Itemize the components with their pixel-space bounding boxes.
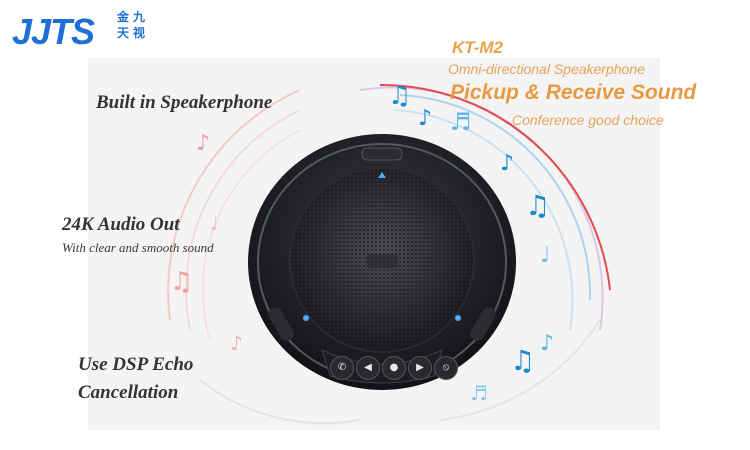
feature-speakerphone: Built in Speakerphone — [96, 92, 273, 113]
svg-text:♫: ♫ — [170, 267, 193, 297]
phone-icon: ✆ — [337, 362, 347, 373]
svg-text:♪: ♪ — [500, 151, 514, 176]
brand-logo-chinese: 金 九 天 视 — [116, 10, 145, 40]
feature-audio-subtitle: With clear and smooth sound — [62, 240, 214, 255]
logo-char: 视 — [132, 26, 145, 40]
svg-text:JJTS: JJTS — [12, 11, 95, 52]
call-button[interactable]: ✆ — [330, 356, 354, 380]
volume-down-button[interactable]: ◀ — [356, 356, 380, 380]
svg-text:♫: ♫ — [388, 81, 411, 111]
logo-char: 天 — [116, 26, 129, 40]
svg-text:♪: ♪ — [230, 331, 243, 355]
mute-button[interactable]: ● — [382, 356, 406, 380]
svg-text:♫: ♫ — [510, 344, 535, 377]
svg-text:♩: ♩ — [540, 243, 550, 268]
mic-icon: ● — [389, 362, 399, 373]
brand-logo-mark: JJTS — [12, 11, 96, 52]
speaker-icon: ▶ — [416, 362, 424, 373]
product-slogan: Conference good choice — [512, 112, 664, 128]
volume-up-button[interactable]: ▶ — [408, 356, 432, 380]
svg-text:♬: ♬ — [450, 108, 472, 136]
product-model: KT-M2 — [452, 38, 503, 57]
product-headline: Pickup & Receive Sound — [450, 81, 697, 104]
brand-logo: JJTS 金 九 天 视 — [10, 6, 150, 56]
feature-echo-line1: Use DSP Echo — [78, 354, 194, 375]
svg-text:♪: ♪ — [196, 131, 210, 156]
speakerphone-device — [248, 134, 516, 390]
logo-char: 九 — [132, 10, 145, 24]
mute-speaker-button[interactable]: ⦸ — [434, 356, 458, 380]
feature-echo-line2: Cancellation — [78, 382, 179, 403]
svg-text:♪: ♪ — [540, 331, 554, 356]
svg-text:♬: ♬ — [470, 381, 488, 405]
svg-text:♫: ♫ — [525, 189, 550, 222]
product-description: Omni-directional Speakerphone — [448, 61, 645, 77]
mic-off-icon: ⦸ — [442, 362, 450, 373]
svg-text:♪: ♪ — [418, 106, 432, 131]
svg-text:♩: ♩ — [210, 214, 219, 235]
logo-char: 金 — [116, 10, 129, 24]
feature-audio-title: 24K Audio Out — [62, 214, 180, 235]
speaker-icon: ◀ — [364, 362, 372, 373]
